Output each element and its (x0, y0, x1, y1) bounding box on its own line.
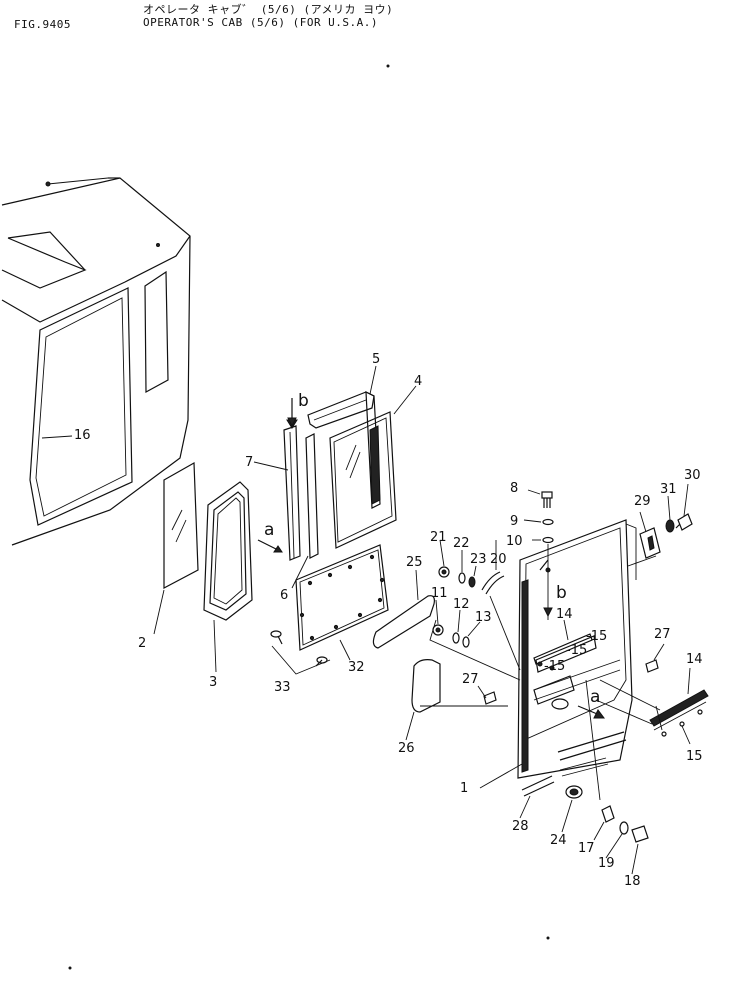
part-5-rail (307, 391, 381, 509)
callout-15-c: -15 (544, 659, 565, 674)
figure-number: FIG.9405 (14, 18, 71, 31)
callout-29: 29 (634, 494, 651, 509)
callout-32: 32 (348, 660, 365, 675)
part-10-washer (542, 536, 554, 544)
part-14-rail-center (533, 633, 593, 665)
speck (386, 64, 390, 68)
part-17-bracket (601, 805, 615, 823)
callout-10: 10 (506, 534, 523, 549)
callout-3: 3 (209, 675, 217, 690)
part-14-rail-right (649, 689, 709, 737)
part-31-washer (665, 519, 675, 533)
view-label-a-left: a (264, 520, 274, 540)
callout-18: 18 (624, 874, 641, 889)
callout-31: 31 (660, 482, 677, 497)
part-21-nut (438, 566, 450, 578)
callout-19: 19 (598, 856, 615, 871)
callout-9: 9 (510, 514, 518, 529)
callout-20: 20 (490, 552, 507, 567)
view-arrow-a-door (577, 705, 605, 719)
part-27-stop-right (645, 659, 659, 673)
callout-7: 7 (245, 455, 253, 470)
callout-2: 2 (138, 636, 146, 651)
part-29-hinge (639, 527, 661, 559)
callout-16: 16 (74, 428, 91, 443)
part-27-stop-left (483, 691, 497, 705)
part-12-washer (452, 632, 460, 644)
callout-13: 13 (475, 610, 492, 625)
callout-labels: 16 2 3 7 6 5 4 32 33 8 9 10 21 22 23 20 … (74, 352, 703, 889)
callout-30: 30 (684, 468, 701, 483)
speck (546, 936, 550, 940)
callout-26: 26 (398, 741, 415, 756)
part-6-strip (305, 433, 319, 559)
part-8-bolt (541, 491, 553, 508)
view-arrow-b-door (543, 607, 553, 618)
part-13-washer (462, 636, 470, 648)
part-26-pad (411, 659, 441, 713)
part-24-knob (565, 785, 583, 799)
view-label-b-door: b (556, 583, 567, 603)
callout-14-right: 14 (686, 652, 703, 667)
callout-28: 28 (512, 819, 529, 834)
part-23-washer (468, 576, 476, 588)
figure-title-japanese: オペレータ キャブ゛ (5/6) (アメリカ ヨウ) (143, 3, 394, 16)
part-28-bar (521, 775, 555, 797)
view-arrow-b-top (287, 417, 297, 428)
part-9-washer (542, 518, 554, 526)
view-label-a-door: a (590, 687, 600, 707)
callout-6: 6 (280, 588, 288, 603)
callout-21: 21 (430, 530, 447, 545)
part-4-sliding-glass (329, 411, 397, 549)
callout-5: 5 (372, 352, 380, 367)
callout-17: 17 (578, 841, 595, 856)
figure-title-english: OPERATOR'S CAB (5/6) (FOR U.S.A.) (143, 16, 379, 29)
callout-12: 12 (453, 597, 470, 612)
callout-24: 24 (550, 833, 567, 848)
view-arrow-a-left (257, 539, 283, 553)
part-32-panel (295, 544, 389, 651)
part-25-pad (372, 595, 435, 649)
callout-4: 4 (414, 374, 422, 389)
part-20-hose (481, 571, 505, 595)
figure-header: FIG.9405 オペレータ キャブ゛ (5/6) (アメリカ ヨウ) OPER… (0, 0, 747, 40)
part-22-washer (458, 572, 466, 584)
callout-11: 11 (431, 586, 448, 601)
callout-23: 23 (470, 552, 487, 567)
callout-33: 33 (274, 680, 291, 695)
speck (68, 966, 72, 970)
part-3-weatherstrip (203, 481, 253, 621)
callout-14-center: 14 (556, 607, 573, 622)
view-label-b-top: b (298, 391, 309, 411)
part-18-bolt (631, 825, 649, 843)
part-33-screws (270, 630, 331, 675)
cab-body (1, 177, 191, 546)
leader-lines (41, 365, 691, 875)
callout-27b: 27 (654, 627, 671, 642)
callout-1: 1 (460, 781, 468, 796)
callout-8: 8 (510, 481, 518, 496)
callout-25: 25 (406, 555, 423, 570)
part-11-nut (432, 624, 444, 636)
part-19-washer (619, 821, 629, 835)
assembly-lines (420, 555, 661, 801)
part-30-bolt (675, 513, 693, 531)
part-2-glass (163, 461, 199, 589)
callout-15-d: 15 (686, 749, 703, 764)
callout-15-a: -15 (586, 629, 607, 644)
callout-15-b: -15 (566, 643, 587, 658)
callout-22: 22 (453, 536, 470, 551)
callout-27a: 27 (462, 672, 479, 687)
